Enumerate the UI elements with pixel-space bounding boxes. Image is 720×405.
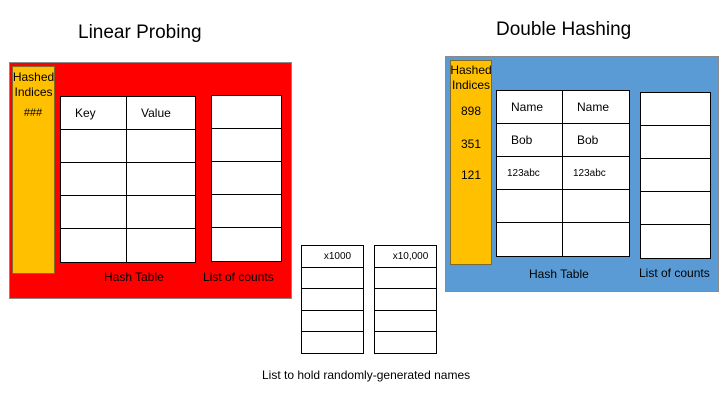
linear-table-cell [60,129,128,164]
double-hash-table-caption: Hash Table [529,267,589,281]
linear-table-header-cell: Value [126,96,196,131]
double-hashed-index: 121 [460,168,482,182]
linear-table-cell [60,162,128,197]
linear-hashed-indices-strip [12,66,55,274]
name-list-x1000-cell [301,288,364,311]
linear-count-cell [211,161,282,196]
double-table-cell: Bob [496,123,564,158]
linear-hash-table-caption: Hash Table [104,270,164,284]
linear-strip-label-line2: Indices [14,85,53,99]
double-table-cell: 123abc [562,156,630,191]
double-counts-caption: List of counts [639,266,710,280]
name-list-caption: List to hold randomly-generated names [262,368,471,382]
linear-table-cell [60,228,128,263]
double-hashed-indices-label: Hashed Indices [450,63,492,93]
linear-counts-caption: List of counts [203,270,274,284]
double-hashed-index: 898 [460,104,482,118]
double-count-cell [640,191,711,226]
double-table-cell: Name [496,90,564,125]
linear-count-cell [211,227,282,262]
double-table-cell [562,222,630,257]
double-count-cell [640,92,711,127]
linear-index-placeholder: ### [23,107,43,119]
linear-hashed-indices-label: Hashed Indices [12,70,55,100]
double-count-cell [640,224,711,259]
double-hashed-index: 351 [460,137,482,151]
double-strip-label-line1: Hashed [450,63,492,77]
double-table-cell: 123abc [496,156,564,191]
linear-table-cell [126,129,196,164]
double-count-cell [640,158,711,193]
name-list-x10000-cell [374,331,437,354]
name-list-x1000-header: x1000 [301,245,364,268]
name-list-x1000-cell [301,309,364,333]
double-table-cell [562,189,630,224]
double-table-cell: Name [562,90,630,125]
double-strip-label-line2: Indices [451,78,491,92]
double-count-cell [640,125,711,160]
linear-table-cell [60,195,128,230]
linear-strip-label-line1: Hashed [12,70,55,84]
linear-table-header-cell: Key [60,96,128,131]
linear-table-cell [126,228,196,263]
linear-count-cell [211,128,282,163]
linear-probing-title: Linear Probing [78,22,202,43]
name-list-x10000-header: x10,000 [374,245,437,268]
name-list-x10000-cell [374,309,437,333]
linear-count-cell [211,95,282,130]
linear-count-cell [211,194,282,229]
double-table-cell [496,189,564,224]
name-list-x10000-cell [374,288,437,311]
linear-table-cell [126,162,196,197]
name-list-x1000-cell [301,331,364,354]
double-table-cell [496,222,564,257]
double-hashed-indices-strip [450,60,492,265]
double-hashing-title: Double Hashing [496,19,632,40]
name-list-x1000-cell [301,266,364,290]
double-table-cell: Bob [562,123,630,158]
name-list-x10000-cell [374,266,437,290]
linear-table-cell [126,195,196,230]
